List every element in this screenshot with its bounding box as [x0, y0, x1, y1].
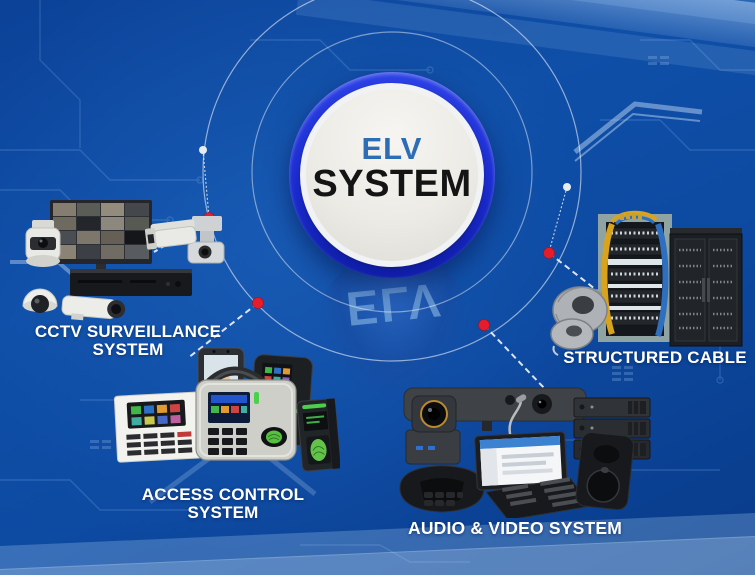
structured-cable-equipment-illustration	[550, 210, 743, 356]
access-label-line1: ACCESS CONTROL	[141, 485, 305, 504]
network-cabinet	[669, 228, 743, 347]
cctv-label-line2: SYSTEM	[92, 340, 164, 360]
badge-title-elv: ELV	[361, 130, 423, 166]
badge-face: ELV SYSTEM	[306, 89, 478, 261]
open-patch-rack	[598, 210, 672, 342]
elv-system-badge: ELV SYSTEM	[289, 72, 495, 278]
badge-title-system: SYSTEM	[312, 163, 472, 206]
fingerprint-reader	[296, 398, 340, 472]
red-node-dot-audio	[478, 319, 490, 331]
audio-video-label-line1: AUDIO & VIDEO SYSTEM	[407, 518, 623, 538]
connector-line-cctv-stem	[202, 149, 210, 218]
nvr-recorder	[70, 269, 192, 296]
orbit-arc-outer	[202, 0, 582, 362]
audio-video-equipment-illustration	[399, 387, 651, 518]
red-node-dot-cable	[543, 247, 555, 259]
bullet-camera-2	[61, 295, 126, 321]
cctv-equipment-illustration	[22, 200, 225, 321]
time-attendance-terminal	[195, 366, 297, 461]
card-reader-terminal	[113, 391, 202, 463]
positioning-ptz-camera	[187, 216, 225, 264]
orbit-arc-inner	[251, 31, 533, 313]
paging-console	[485, 477, 593, 518]
dome-camera	[22, 288, 58, 313]
access-control-equipment-illustration	[113, 347, 340, 472]
connector-line-cable-stem	[548, 186, 568, 253]
cable-coils	[550, 286, 608, 356]
cctv-system-label: CCTV SURVEILLANCE SYSTEM	[18, 322, 238, 360]
structured-cable-label-line1: STRUCTURED CABLE	[563, 348, 747, 367]
ptz-speed-dome-camera	[25, 220, 61, 267]
connector-line-access	[187, 302, 259, 359]
connector-line-audio	[483, 324, 547, 391]
white-node-dot-left	[199, 146, 207, 154]
ptz-conference-camera	[405, 395, 461, 465]
red-node-dot-access	[252, 297, 264, 309]
white-node-dot-right	[563, 183, 571, 191]
audio-video-label: AUDIO & VIDEO SYSTEM	[400, 519, 630, 538]
access-control-label: ACCESS CONTROL SYSTEM	[118, 485, 328, 523]
structured-cable-label: STRUCTURED CABLE	[552, 348, 755, 367]
touch-panel-with-mic	[474, 394, 568, 491]
connector-line-cable	[548, 252, 605, 297]
conference-speakerphone	[399, 465, 485, 513]
loudspeaker	[575, 432, 634, 511]
access-label-line2: SYSTEM	[187, 503, 259, 523]
cctv-label-line1: CCTV SURVEILLANCE	[34, 322, 222, 341]
bullet-camera	[144, 219, 197, 250]
